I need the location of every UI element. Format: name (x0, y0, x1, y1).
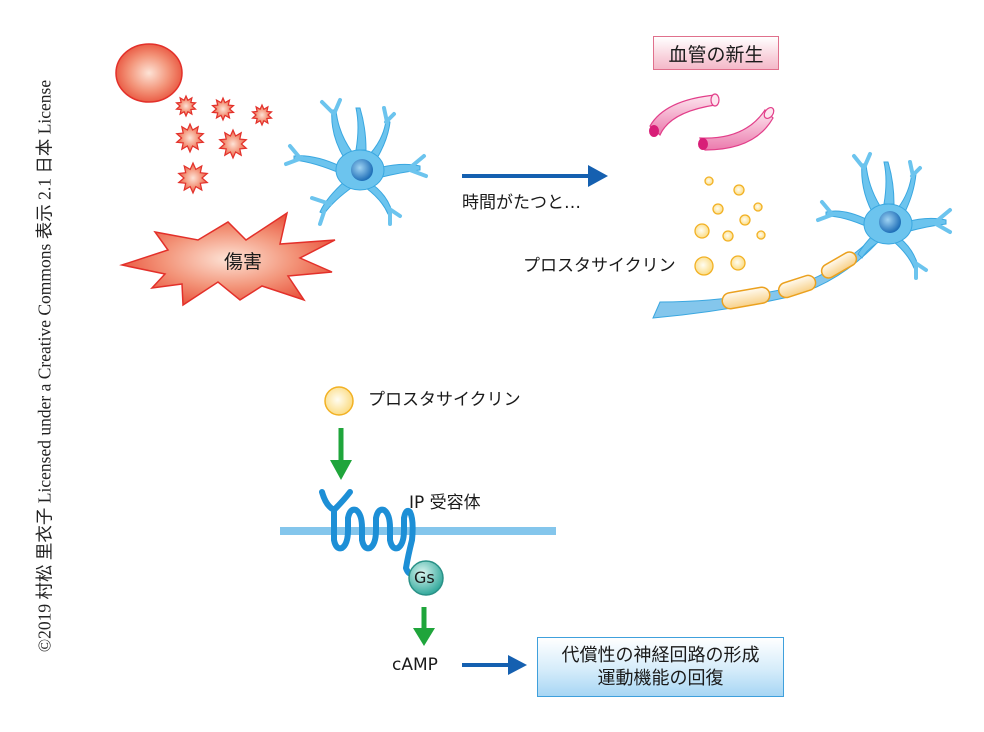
receptor-label: IP 受容体 (409, 493, 481, 513)
prostacyclin-particle (739, 214, 751, 226)
angiogenesis-box: 血管の新生 (653, 36, 779, 70)
gs-protein (408, 560, 444, 596)
angiogenesis-label: 血管の新生 (668, 43, 764, 66)
prostacyclin-particle (733, 184, 745, 196)
inflammatory-particle (211, 96, 235, 122)
outcome-box: 代償性の神経回路の形成 運動機能の回復 (537, 637, 784, 697)
prostacyclin-particle (704, 176, 714, 186)
license-notice: ©2019 村松 里衣子 Licensed under a Creative C… (34, 79, 55, 653)
gs-label: Gs (414, 568, 435, 587)
neuron-after (816, 152, 952, 280)
prostacyclin-label: プロスタサイクリン (523, 256, 676, 276)
time-arrow-head (588, 165, 608, 187)
green-arrow-2-head (413, 628, 435, 646)
prostacyclin-particle (756, 230, 766, 240)
prostacyclin-particle (712, 203, 724, 215)
blood-vessel-1 (649, 93, 720, 137)
neuron-before (284, 98, 428, 226)
blood-vessel-2 (698, 106, 775, 151)
inflammatory-particle (175, 122, 205, 154)
prostacyclin-particles (694, 176, 766, 276)
prostacyclin-particle (753, 202, 763, 212)
inflammatory-particle (218, 128, 248, 160)
neuron-nucleus (351, 159, 373, 181)
myelin-sheaths (721, 251, 858, 310)
prostacyclin-particle (694, 256, 714, 276)
outcome-arrow-head (508, 655, 527, 675)
ligand-label: プロスタサイクリン (368, 390, 521, 410)
inflammatory-particle (251, 103, 273, 127)
outcome-line-1: 代償性の神経回路の形成 (561, 644, 760, 666)
prostacyclin-ligand (324, 386, 354, 416)
ip-receptor (319, 489, 416, 577)
time-label: 時間がたつと… (462, 193, 581, 213)
neuron-nucleus (879, 211, 901, 233)
inflammatory-particle (175, 94, 197, 118)
inflammatory-particle (177, 161, 209, 195)
camp-label: cAMP (392, 655, 438, 675)
outcome-line-2: 運動機能の回復 (597, 668, 724, 689)
axon (652, 239, 877, 319)
green-arrow-1-head (330, 460, 352, 480)
immune-cell (115, 43, 183, 103)
prostacyclin-particle (730, 255, 746, 271)
inflammatory-factors (175, 94, 273, 195)
injury-burst (119, 211, 336, 307)
injury-label: 傷害 (224, 251, 263, 273)
prostacyclin-particle (694, 223, 710, 239)
prostacyclin-particle (722, 230, 734, 242)
